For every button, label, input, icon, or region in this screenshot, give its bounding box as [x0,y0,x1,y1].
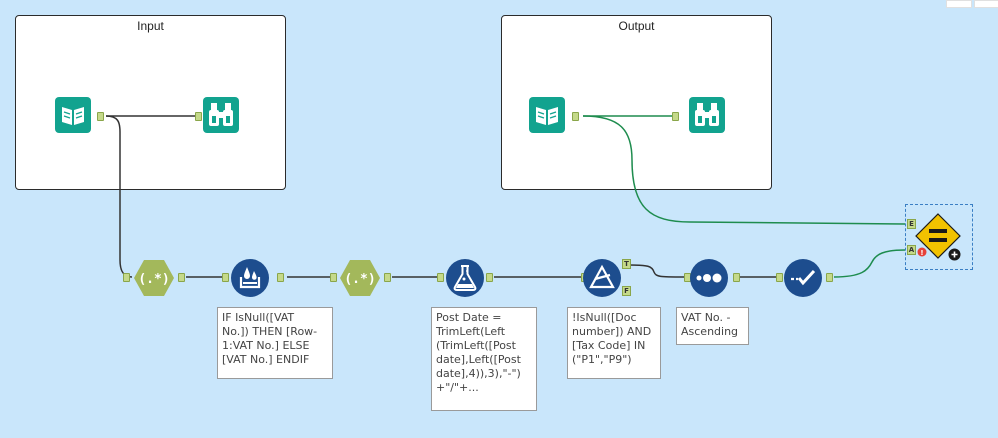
input-container-title: Input [137,19,164,33]
formula-output-anchor[interactable] [486,273,493,282]
text-input-tool[interactable] [529,97,565,133]
test-actual-anchor[interactable]: A [907,245,916,255]
text-input-output-anchor[interactable] [572,112,579,121]
multi-row-formula-input-anchor[interactable] [222,273,229,282]
filter-annotation: !IsNull([Doc number]) AND [Tax Code] IN … [567,307,661,379]
multi-row-formula-annotation: IF IsNull([VAT No.]) THEN [Row- 1:VAT No… [217,307,333,379]
regex-tool-2[interactable]: (.*) [340,259,380,297]
binoculars-icon [203,97,239,133]
add-connection-icon[interactable] [948,248,961,261]
svg-text:(.*): (.*) [344,272,375,287]
canvas-corner-button[interactable] [946,0,972,8]
book-icon [55,97,91,133]
filter-tool[interactable] [583,259,621,297]
sort-output-anchor[interactable] [826,273,833,282]
regex-tool-1[interactable]: (.*) [134,259,174,297]
filter-triangle-icon [583,259,621,297]
input-data-tool[interactable] [55,97,91,133]
svg-text:(.*): (.*) [138,272,169,287]
browse-tool[interactable] [203,97,239,133]
output-browse-input-anchor[interactable] [672,112,679,121]
regex-2-output-anchor[interactable] [384,273,391,282]
svg-text:!: ! [920,249,923,257]
test-tool-selection [905,204,973,270]
book-icon [529,97,565,133]
sort-tool[interactable] [784,259,822,297]
formula-input-anchor[interactable] [437,273,444,282]
error-icon: ! [917,247,927,257]
multi-row-formula-icon [231,259,269,297]
input-data-output-anchor[interactable] [97,112,104,121]
canvas-corner-button-2[interactable] [974,0,998,8]
test-tool[interactable] [915,213,961,259]
flask-icon [446,259,484,297]
regex-2-input-anchor[interactable] [330,273,337,282]
regex-icon: (.*) [134,260,174,296]
regex-icon: (.*) [340,260,380,296]
formula-tool[interactable] [446,259,484,297]
filter-true-anchor[interactable]: T [622,259,631,269]
browse-input-anchor[interactable] [195,112,202,121]
regex-1-output-anchor[interactable] [178,273,185,282]
output-container-title: Output [618,19,655,33]
unique-output-anchor[interactable] [733,273,740,282]
sort-input-anchor[interactable] [776,273,783,282]
filter-false-anchor[interactable]: F [622,286,631,296]
sort-annotation: VAT No. - Ascending [676,307,749,345]
output-browse-tool[interactable] [689,97,725,133]
regex-1-input-anchor[interactable] [123,273,130,282]
multi-row-formula-tool[interactable] [231,259,269,297]
test-expected-anchor[interactable]: E [907,219,916,229]
formula-annotation: Post Date = TrimLeft(Left (TrimLeft([Pos… [431,307,537,411]
multi-row-formula-output-anchor[interactable] [277,273,284,282]
equals-diamond-icon [915,213,961,259]
unique-tool[interactable] [690,259,728,297]
dots-icon [690,259,728,297]
check-arrow-icon [784,259,822,297]
binoculars-icon [689,97,725,133]
